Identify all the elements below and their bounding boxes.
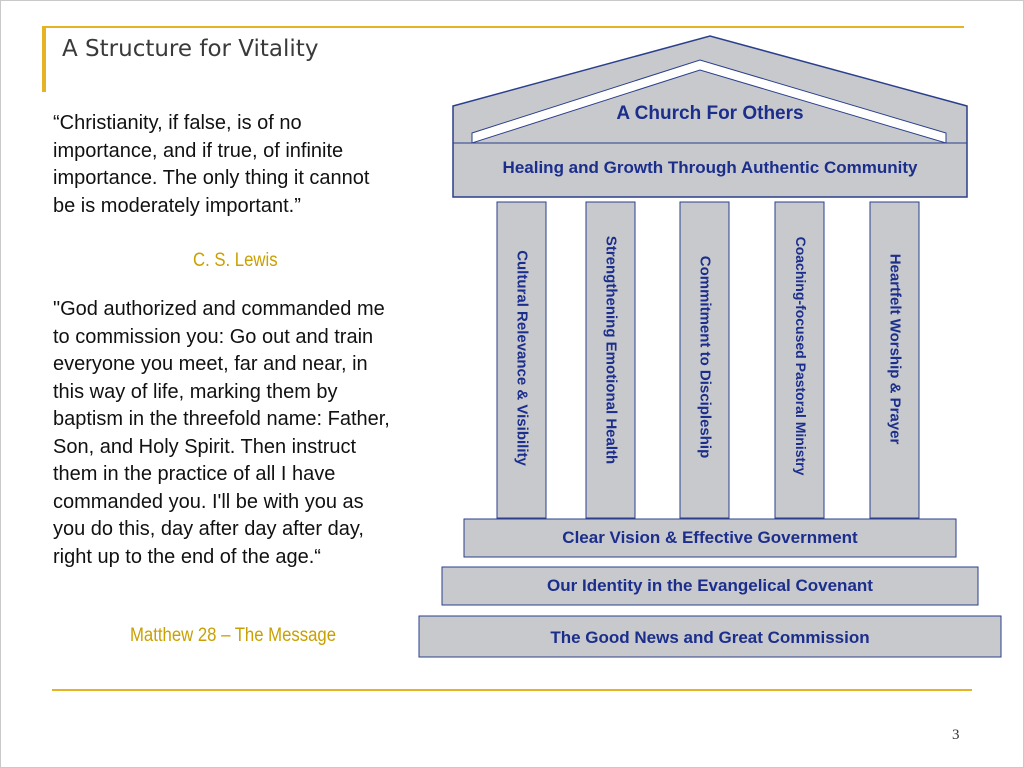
page-number: 3: [952, 727, 960, 743]
title-accent-bar: [42, 26, 46, 92]
pillar-1-label: Cultural Relevance & Visibility: [514, 250, 531, 466]
step-3-label: The Good News and Great Commission: [550, 628, 869, 647]
pillar-5-label: Heartfelt Worship & Prayer: [887, 254, 904, 445]
pillar-3: [679, 201, 730, 519]
pillar-1: [496, 201, 547, 519]
matthew-attribution: Matthew 28 – The Message: [130, 625, 337, 646]
bottom-rule: [52, 689, 972, 691]
page-title: A Structure for Vitality: [62, 36, 319, 62]
top-rule: [46, 26, 964, 28]
step-1: [463, 518, 957, 558]
roof-label: A Church For Others: [616, 103, 803, 124]
lintel-label: Healing and Growth Through Authentic Com…: [503, 158, 918, 177]
step-2: [441, 566, 979, 606]
pillar-2-label: Strengthening Emotional Health: [603, 236, 620, 464]
pillar-5: [869, 201, 920, 519]
step-3: [418, 615, 1002, 658]
pillar-3-label: Commitment to Discipleship: [697, 256, 714, 459]
step-2-label: Our Identity in the Evangelical Covenant: [547, 576, 873, 595]
step-1-label: Clear Vision & Effective Government: [562, 528, 858, 547]
pillar-2: [585, 201, 636, 519]
matthew-quote: "God authorized and commanded me to comm…: [53, 298, 396, 568]
temple-roof: [452, 35, 968, 198]
pillar-4-label: Coaching-focused Pastoral Ministry: [793, 237, 809, 476]
pillar-4: [774, 201, 825, 519]
lewis-attribution: C. S. Lewis: [193, 250, 278, 271]
lewis-quote: “Christianity, if false, is of no import…: [53, 112, 376, 217]
